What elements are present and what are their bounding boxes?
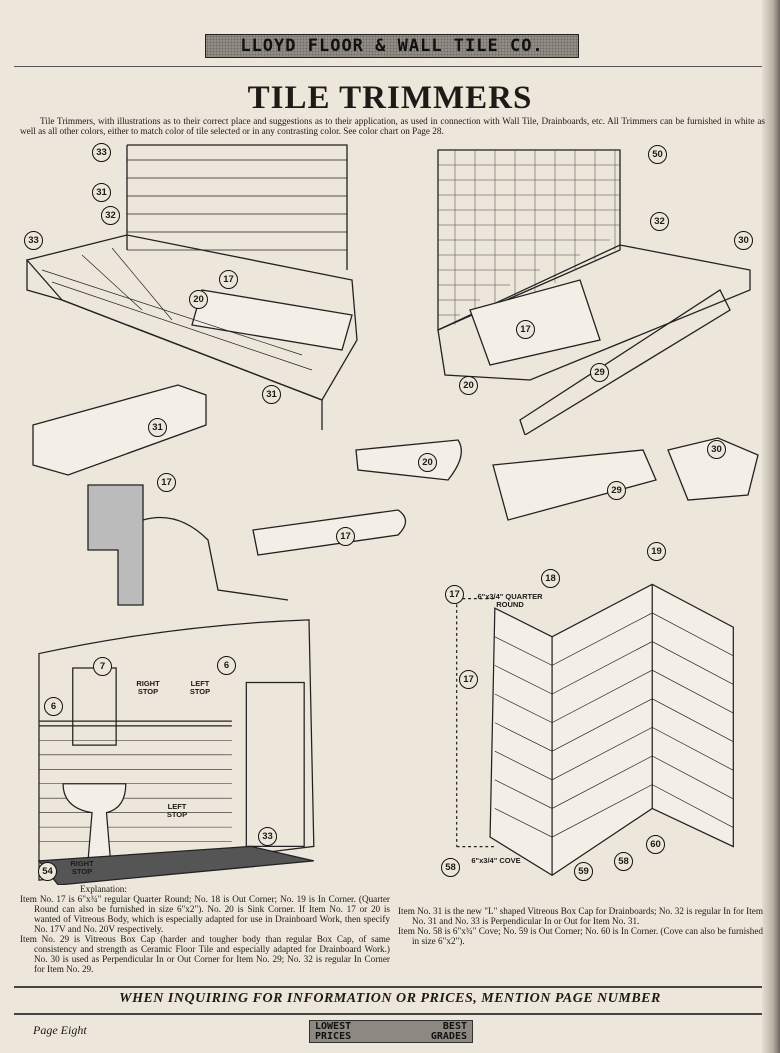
callout-number: 17: [516, 320, 535, 339]
callout-number: 6: [44, 697, 63, 716]
callout-number: 33: [92, 143, 111, 162]
callout-number: 58: [614, 852, 633, 871]
callout-number: 20: [459, 376, 478, 395]
callout-number: 30: [707, 440, 726, 459]
callout-number: 19: [647, 542, 666, 561]
page-number: Page Eight: [33, 1023, 87, 1037]
company-logo: LLOYD FLOOR & WALL TILE CO.: [205, 34, 579, 58]
page-title: TILE TRIMMERS: [247, 80, 533, 116]
footer-divider-top: [14, 986, 762, 988]
callout-number: 29: [607, 481, 626, 500]
inquiry-banner: WHEN INQUIRING FOR INFORMATION OR PRICES…: [119, 991, 661, 1006]
callout-number: 54: [38, 862, 57, 881]
callout-number: 20: [189, 290, 208, 309]
explanation-paragraph: Item No. 17 is 6"x¾" regular Quarter Rou…: [20, 894, 390, 934]
explanation-heading: Explanation:: [80, 884, 127, 894]
explanation-paragraph: Item No. 58 is 6"x¾" Cove; No. 59 is Out…: [398, 926, 763, 946]
drainboard-left-illustration: [22, 140, 367, 435]
callout-number: 17: [157, 473, 176, 492]
callout-number: 29: [590, 363, 609, 382]
callout-number: 17: [219, 270, 238, 289]
intro-text: Tile Trimmers, with illustrations as to …: [20, 116, 765, 136]
callout-number: 17: [445, 585, 464, 604]
illustration-label: RIGHT STOP: [70, 859, 94, 876]
explanation-right: Item No. 31 is the new "L" shaped Vitreo…: [398, 906, 763, 946]
trimmer-pieces-illustration: [28, 380, 768, 610]
callout-number: 20: [418, 453, 437, 472]
explanation-left: Explanation: Item No. 17 is 6"x¾" regula…: [20, 884, 390, 974]
explanation-paragraph: Item No. 31 is the new "L" shaped Vitreo…: [398, 906, 763, 926]
footer-divider-bottom: [14, 1013, 762, 1015]
illustration-label: LEFT STOP: [166, 802, 188, 819]
illustration-label: 6"x3/4" QUARTER ROUND: [477, 592, 543, 609]
badge-right-line: GRADES: [430, 1031, 467, 1042]
callout-number: 17: [336, 527, 355, 546]
drainboard-right-illustration: [430, 140, 760, 436]
callout-number: 59: [574, 862, 593, 881]
illustration-label: RIGHT STOP: [136, 679, 160, 696]
callout-number: 7: [93, 657, 112, 676]
callout-number: 33: [24, 231, 43, 250]
illustration-label: 6"x3/4" COVE: [471, 856, 521, 865]
callout-number: 17: [459, 670, 478, 689]
callout-number: 60: [646, 835, 665, 854]
bathroom-illustration: [24, 615, 324, 886]
callout-number: 18: [541, 569, 560, 588]
callout-number: 6: [217, 656, 236, 675]
callout-number: 50: [648, 145, 667, 164]
page-edge-shadow: [762, 0, 780, 1053]
callout-number: 33: [258, 827, 277, 846]
corner-wall-illustration: [440, 570, 750, 880]
callout-number: 58: [441, 858, 460, 877]
callout-number: 31: [92, 183, 111, 202]
callout-number: 32: [650, 212, 669, 231]
callout-number: 32: [101, 206, 120, 225]
callout-number: 30: [734, 231, 753, 250]
callout-number: 31: [262, 385, 281, 404]
callout-number: 31: [148, 418, 167, 437]
badge-right-line: BEST: [442, 1021, 467, 1032]
badge-left-line: LOWEST: [315, 1021, 352, 1032]
header-divider: [14, 66, 762, 67]
badge-left-line: PRICES: [315, 1031, 352, 1042]
explanation-paragraph: Item No. 29 is Vitreous Box Cap (harder …: [20, 934, 390, 974]
illustration-label: LEFT STOP: [189, 679, 211, 696]
